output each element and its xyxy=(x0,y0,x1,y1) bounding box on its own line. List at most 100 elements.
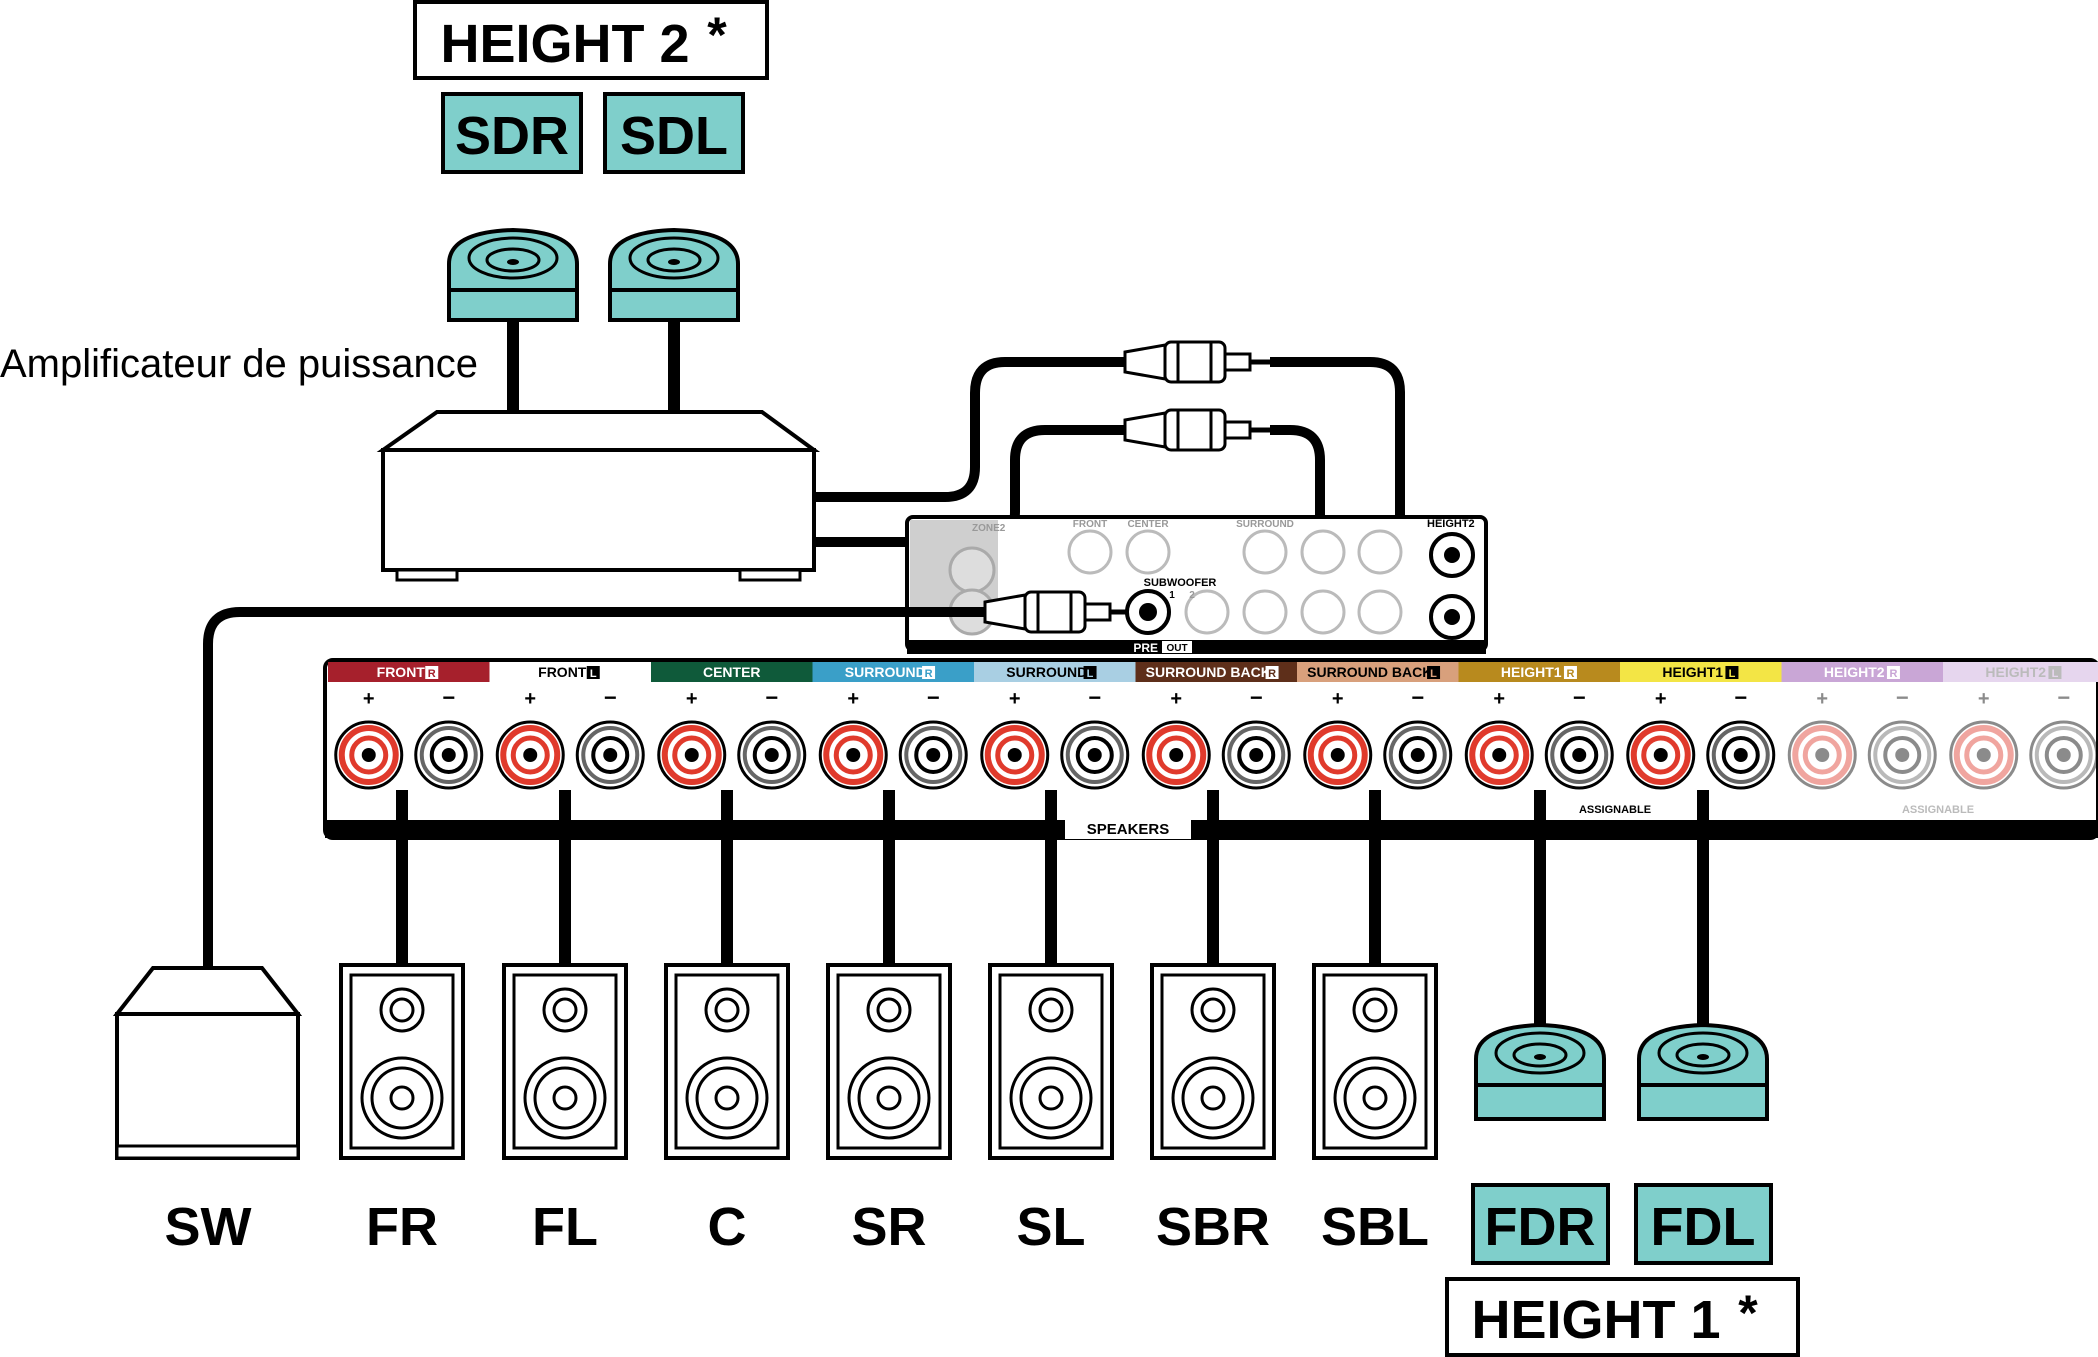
sdr-tag-box xyxy=(441,92,583,174)
height2-cable-upper xyxy=(814,357,1125,502)
subwoofer-icon xyxy=(112,966,303,1160)
pre-label: PRE xyxy=(1133,641,1158,655)
terminal-header-bg xyxy=(1458,662,1620,682)
terminal-header-bg xyxy=(328,662,490,682)
terminal-posts: +−+−+−+−+−+−+−+−+−+−+− xyxy=(334,685,2098,790)
plus-sign: + xyxy=(1493,688,1505,710)
rca-plug-sub-icon xyxy=(983,590,1128,634)
terminal-side-label: L xyxy=(1087,668,1094,680)
terminal-pair: +− xyxy=(980,685,1130,790)
amplifier-label: Amplificateur de puissance xyxy=(0,342,478,386)
terminal-pair: +− xyxy=(1787,685,1937,790)
minus-terminal xyxy=(2029,720,2098,790)
sdr-speaker-icon xyxy=(447,227,579,322)
height2-title: HEIGHT 2 xyxy=(440,14,689,74)
fdr-speaker-icon xyxy=(1474,1022,1606,1121)
minus-sign: − xyxy=(1250,685,1263,710)
terminal-side-badge xyxy=(1265,666,1279,679)
height2-header: HEIGHT 2 * SDR SDL xyxy=(413,0,769,174)
power-amplifier-icon xyxy=(376,410,821,582)
terminal-side-label: L xyxy=(2052,668,2059,680)
floor-speaker-icon xyxy=(1150,963,1276,1160)
terminal-header-bg xyxy=(489,662,651,682)
height1-asterisk: * xyxy=(1738,1285,1758,1341)
terminal-header-bg xyxy=(1620,662,1782,682)
terminal-side-badge xyxy=(1725,666,1739,679)
subwoofer-cable xyxy=(203,607,1010,968)
terminal-pair: +− xyxy=(818,685,968,790)
plus-sign: + xyxy=(363,688,375,710)
height1-title-box xyxy=(1445,1277,1800,1357)
plus-sign: + xyxy=(686,688,698,710)
minus-sign: − xyxy=(1088,685,1101,710)
plus-sign: + xyxy=(1978,688,1990,710)
height1-title: HEIGHT 1 xyxy=(1471,1290,1720,1350)
plus-sign: + xyxy=(524,688,536,710)
terminal-pair: +− xyxy=(1464,685,1614,790)
zone2-label: ZONE2 xyxy=(972,523,1006,534)
sdl-tag: SDL xyxy=(620,106,728,166)
terminal-header-label: SURROUND BACK xyxy=(1146,664,1271,680)
terminal-pair: +− xyxy=(1303,685,1453,790)
plus-sign: + xyxy=(847,688,859,710)
terminal-side-label: R xyxy=(1566,668,1574,680)
terminal-side-label: R xyxy=(1889,668,1897,680)
terminal-pair: +− xyxy=(1141,685,1291,790)
terminal-pair: +− xyxy=(657,685,807,790)
terminal-header-label: HEIGHT1 xyxy=(1662,664,1723,680)
preout-height2-label: HEIGHT2 xyxy=(1427,518,1475,530)
terminal-pair: +− xyxy=(1949,685,2098,790)
fdr-tag-box xyxy=(1471,1183,1610,1265)
height1-footer: FDR FDL HEIGHT 1 * xyxy=(1445,1183,1800,1357)
height2-asterisk: * xyxy=(707,7,727,63)
pre-out-panel: ZONE2 FRONT CENTER SURROUND HEIGHT2 SUBW… xyxy=(905,515,1488,655)
floor-speaker-icon xyxy=(339,963,465,1160)
fdr-tag: FDR xyxy=(1485,1197,1596,1257)
minus-sign: − xyxy=(1734,685,1747,710)
minus-sign: − xyxy=(604,685,617,710)
terminal-side-label: R xyxy=(428,668,436,680)
terminal-side-label: L xyxy=(1729,668,1736,680)
floor-speaker-icon xyxy=(502,963,628,1160)
plus-terminal xyxy=(1787,720,1857,790)
speaker-label-sbr: SBR xyxy=(1156,1197,1270,1257)
terminal-header-label: FRONT xyxy=(538,664,587,680)
terminal-header-bg xyxy=(1781,662,1943,682)
terminal-side-badge xyxy=(1427,666,1441,679)
terminal-side-badge xyxy=(2048,666,2062,679)
assignable-label-2: ASSIGNABLE xyxy=(1902,804,1974,816)
minus-sign: − xyxy=(1896,685,1909,710)
terminal-side-badge xyxy=(1563,666,1577,679)
plus-terminal xyxy=(1949,720,2019,790)
terminal-side-badge xyxy=(425,666,439,679)
sub-ch2-label: 2 xyxy=(1189,590,1195,601)
minus-sign: − xyxy=(1573,685,1586,710)
plus-sign: + xyxy=(1332,688,1344,710)
minus-sign: − xyxy=(2057,685,2070,710)
floor-speaker-icon xyxy=(1312,963,1438,1160)
speaker-label-sr: SR xyxy=(851,1197,926,1257)
floor-speakers xyxy=(339,963,1438,1160)
terminal-pair: +− xyxy=(1626,685,1776,790)
terminal-header-label: HEIGHT2 xyxy=(1985,664,2046,680)
terminal-header-label: FRONT xyxy=(377,664,426,680)
terminal-side-label: R xyxy=(1268,668,1276,680)
out-label: OUT xyxy=(1166,643,1187,654)
minus-sign: − xyxy=(442,685,455,710)
terminal-side-badge xyxy=(922,666,936,679)
assignable-label-1: ASSIGNABLE xyxy=(1579,804,1651,816)
terminal-side-badge xyxy=(1886,666,1900,679)
sdr-tag: SDR xyxy=(455,106,569,166)
speaker-wires xyxy=(396,790,1381,965)
terminal-header-label: HEIGHT2 xyxy=(1824,664,1885,680)
plus-sign: + xyxy=(1655,688,1667,710)
terminal-header-bg xyxy=(1297,662,1459,682)
plus-sign: + xyxy=(1009,688,1021,710)
speaker-label-fl: FL xyxy=(532,1197,598,1257)
terminal-side-badge xyxy=(586,666,600,679)
